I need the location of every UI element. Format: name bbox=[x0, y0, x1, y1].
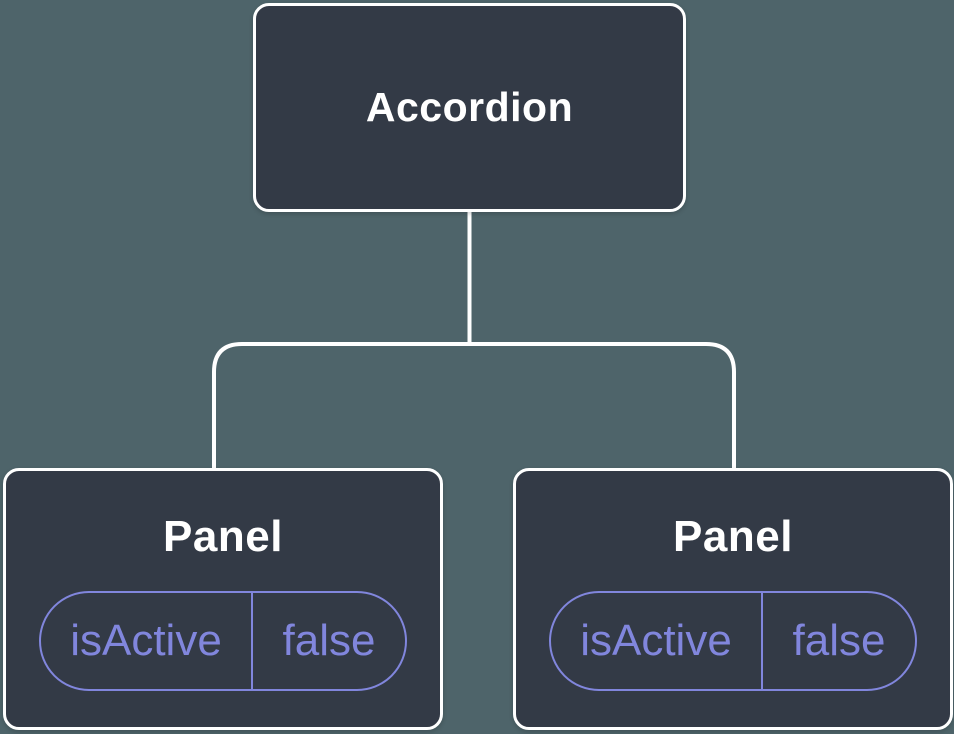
state-name: isActive bbox=[70, 616, 222, 665]
panel-node-right: Panel isActive false bbox=[513, 468, 953, 730]
accordion-label: Accordion bbox=[365, 84, 574, 130]
panel-node-left: Panel isActive false bbox=[3, 468, 443, 730]
state-name-cell: isActive bbox=[551, 593, 763, 689]
state-name-cell: isActive bbox=[41, 593, 253, 689]
state-name: isActive bbox=[580, 616, 732, 665]
connector-branch bbox=[212, 342, 736, 468]
panel-title: Panel bbox=[673, 512, 793, 561]
state-pill: isActive false bbox=[39, 591, 407, 691]
state-value-cell: false bbox=[763, 593, 915, 689]
state-pill: isActive false bbox=[549, 591, 917, 691]
accordion-node: Accordion bbox=[253, 3, 686, 212]
state-value-cell: false bbox=[253, 593, 405, 689]
state-value: false bbox=[792, 616, 886, 665]
state-value: false bbox=[282, 616, 376, 665]
panel-title: Panel bbox=[163, 512, 283, 561]
